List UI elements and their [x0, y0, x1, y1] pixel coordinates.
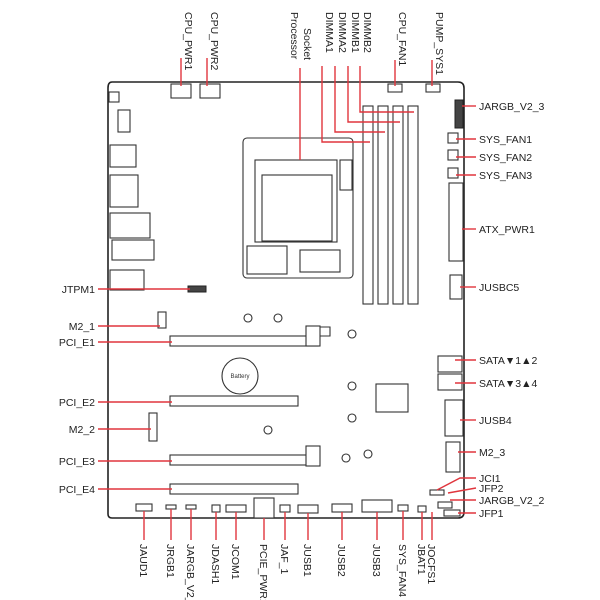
m2-slots [148, 311, 167, 442]
battery-label: Battery [230, 374, 249, 380]
label-jbat1: JBAT1 [415, 544, 427, 575]
label-jaf-1: JAF_1 [278, 544, 290, 575]
label-jrgb1: JRGB1 [164, 544, 176, 578]
label-dimmb1: DIMMB1 [349, 12, 361, 53]
label-pci-e2: PCI_E2 [59, 397, 95, 409]
leader-lines [98, 58, 477, 540]
label-cpu-pwr1: CPU_PWR1 [182, 12, 194, 71]
right-labels: JARGB_V2_3 SYS_FAN1 SYS_FAN2 SYS_FAN3 AT… [479, 101, 545, 520]
label-sata34: SATA▼3▲4 [479, 378, 537, 390]
cmos-battery: Battery [221, 357, 259, 395]
cpu-socket [242, 137, 354, 279]
label-jtpm1: JTPM1 [62, 284, 95, 296]
label-jargb-v2-1: JARGB_V2_1 [184, 544, 196, 600]
label-sys-fan1: SYS_FAN1 [479, 134, 532, 146]
label-socket: Socket [301, 28, 313, 60]
label-jocfs1: JOCFS1 [425, 544, 437, 584]
chipset-area [243, 313, 409, 463]
label-sys-fan4: SYS_FAN4 [396, 544, 408, 597]
jtpm-header [187, 285, 207, 293]
pcie-slots [169, 325, 331, 495]
label-jcom1: JCOM1 [229, 544, 241, 580]
label-sata12: SATA▼1▲2 [479, 355, 537, 367]
label-jargb-v2-3: JARGB_V2_3 [479, 101, 545, 113]
label-pci-e4: PCI_E4 [59, 484, 95, 496]
label-processor: Processor [288, 12, 300, 60]
label-pump-sys1: PUMP_SYS1 [433, 12, 445, 75]
label-jusb2: JUSB2 [335, 544, 347, 577]
rear-io-panel [108, 91, 155, 291]
label-dimma1: DIMMA1 [323, 12, 335, 53]
label-jusb1: JUSB1 [301, 544, 313, 577]
label-cpu-fan1: CPU_FAN1 [396, 12, 408, 66]
label-sys-fan3: SYS_FAN3 [479, 170, 532, 182]
label-atx-pwr1: ATX_PWR1 [479, 224, 535, 236]
label-dimma2: DIMMA2 [336, 12, 348, 53]
label-jaud1: JAUD1 [137, 544, 149, 577]
bottom-labels: JAUD1 JRGB1 JARGB_V2_1 JDASH1 JCOM1 PCIE… [137, 544, 437, 600]
label-m2-1: M2_1 [69, 321, 95, 333]
label-jfp1: JFP1 [479, 508, 504, 520]
label-m2-3: M2_3 [479, 447, 505, 459]
label-cpu-pwr2: CPU_PWR2 [208, 12, 220, 71]
label-pcie-pwr1: PCIE_PWR1 [257, 544, 269, 600]
label-dimmb2: DIMMB2 [361, 12, 373, 53]
cpu-power-connectors [170, 83, 221, 99]
label-sys-fan2: SYS_FAN2 [479, 152, 532, 164]
label-jusb3: JUSB3 [370, 544, 382, 577]
dimm-slots [362, 105, 419, 305]
label-pci-e3: PCI_E3 [59, 456, 95, 468]
label-jargb-v2-2: JARGB_V2_2 [479, 495, 545, 507]
label-m2-2: M2_2 [69, 424, 95, 436]
label-pci-e1: PCI_E1 [59, 337, 95, 349]
label-jdash1: JDASH1 [209, 544, 221, 584]
label-jusbc5: JUSBC5 [479, 282, 519, 294]
label-jusb4: JUSB4 [479, 415, 512, 427]
label-jfp2: JFP2 [479, 483, 504, 495]
label-jci1: JCI1 [479, 473, 501, 485]
top-labels: CPU_PWR1 CPU_PWR2 Processor Socket DIMMA… [182, 12, 445, 75]
left-labels: JTPM1 M2_1 PCI_E1 PCI_E2 M2_2 PCI_E3 PCI… [59, 284, 95, 496]
motherboard-outline [107, 81, 465, 519]
